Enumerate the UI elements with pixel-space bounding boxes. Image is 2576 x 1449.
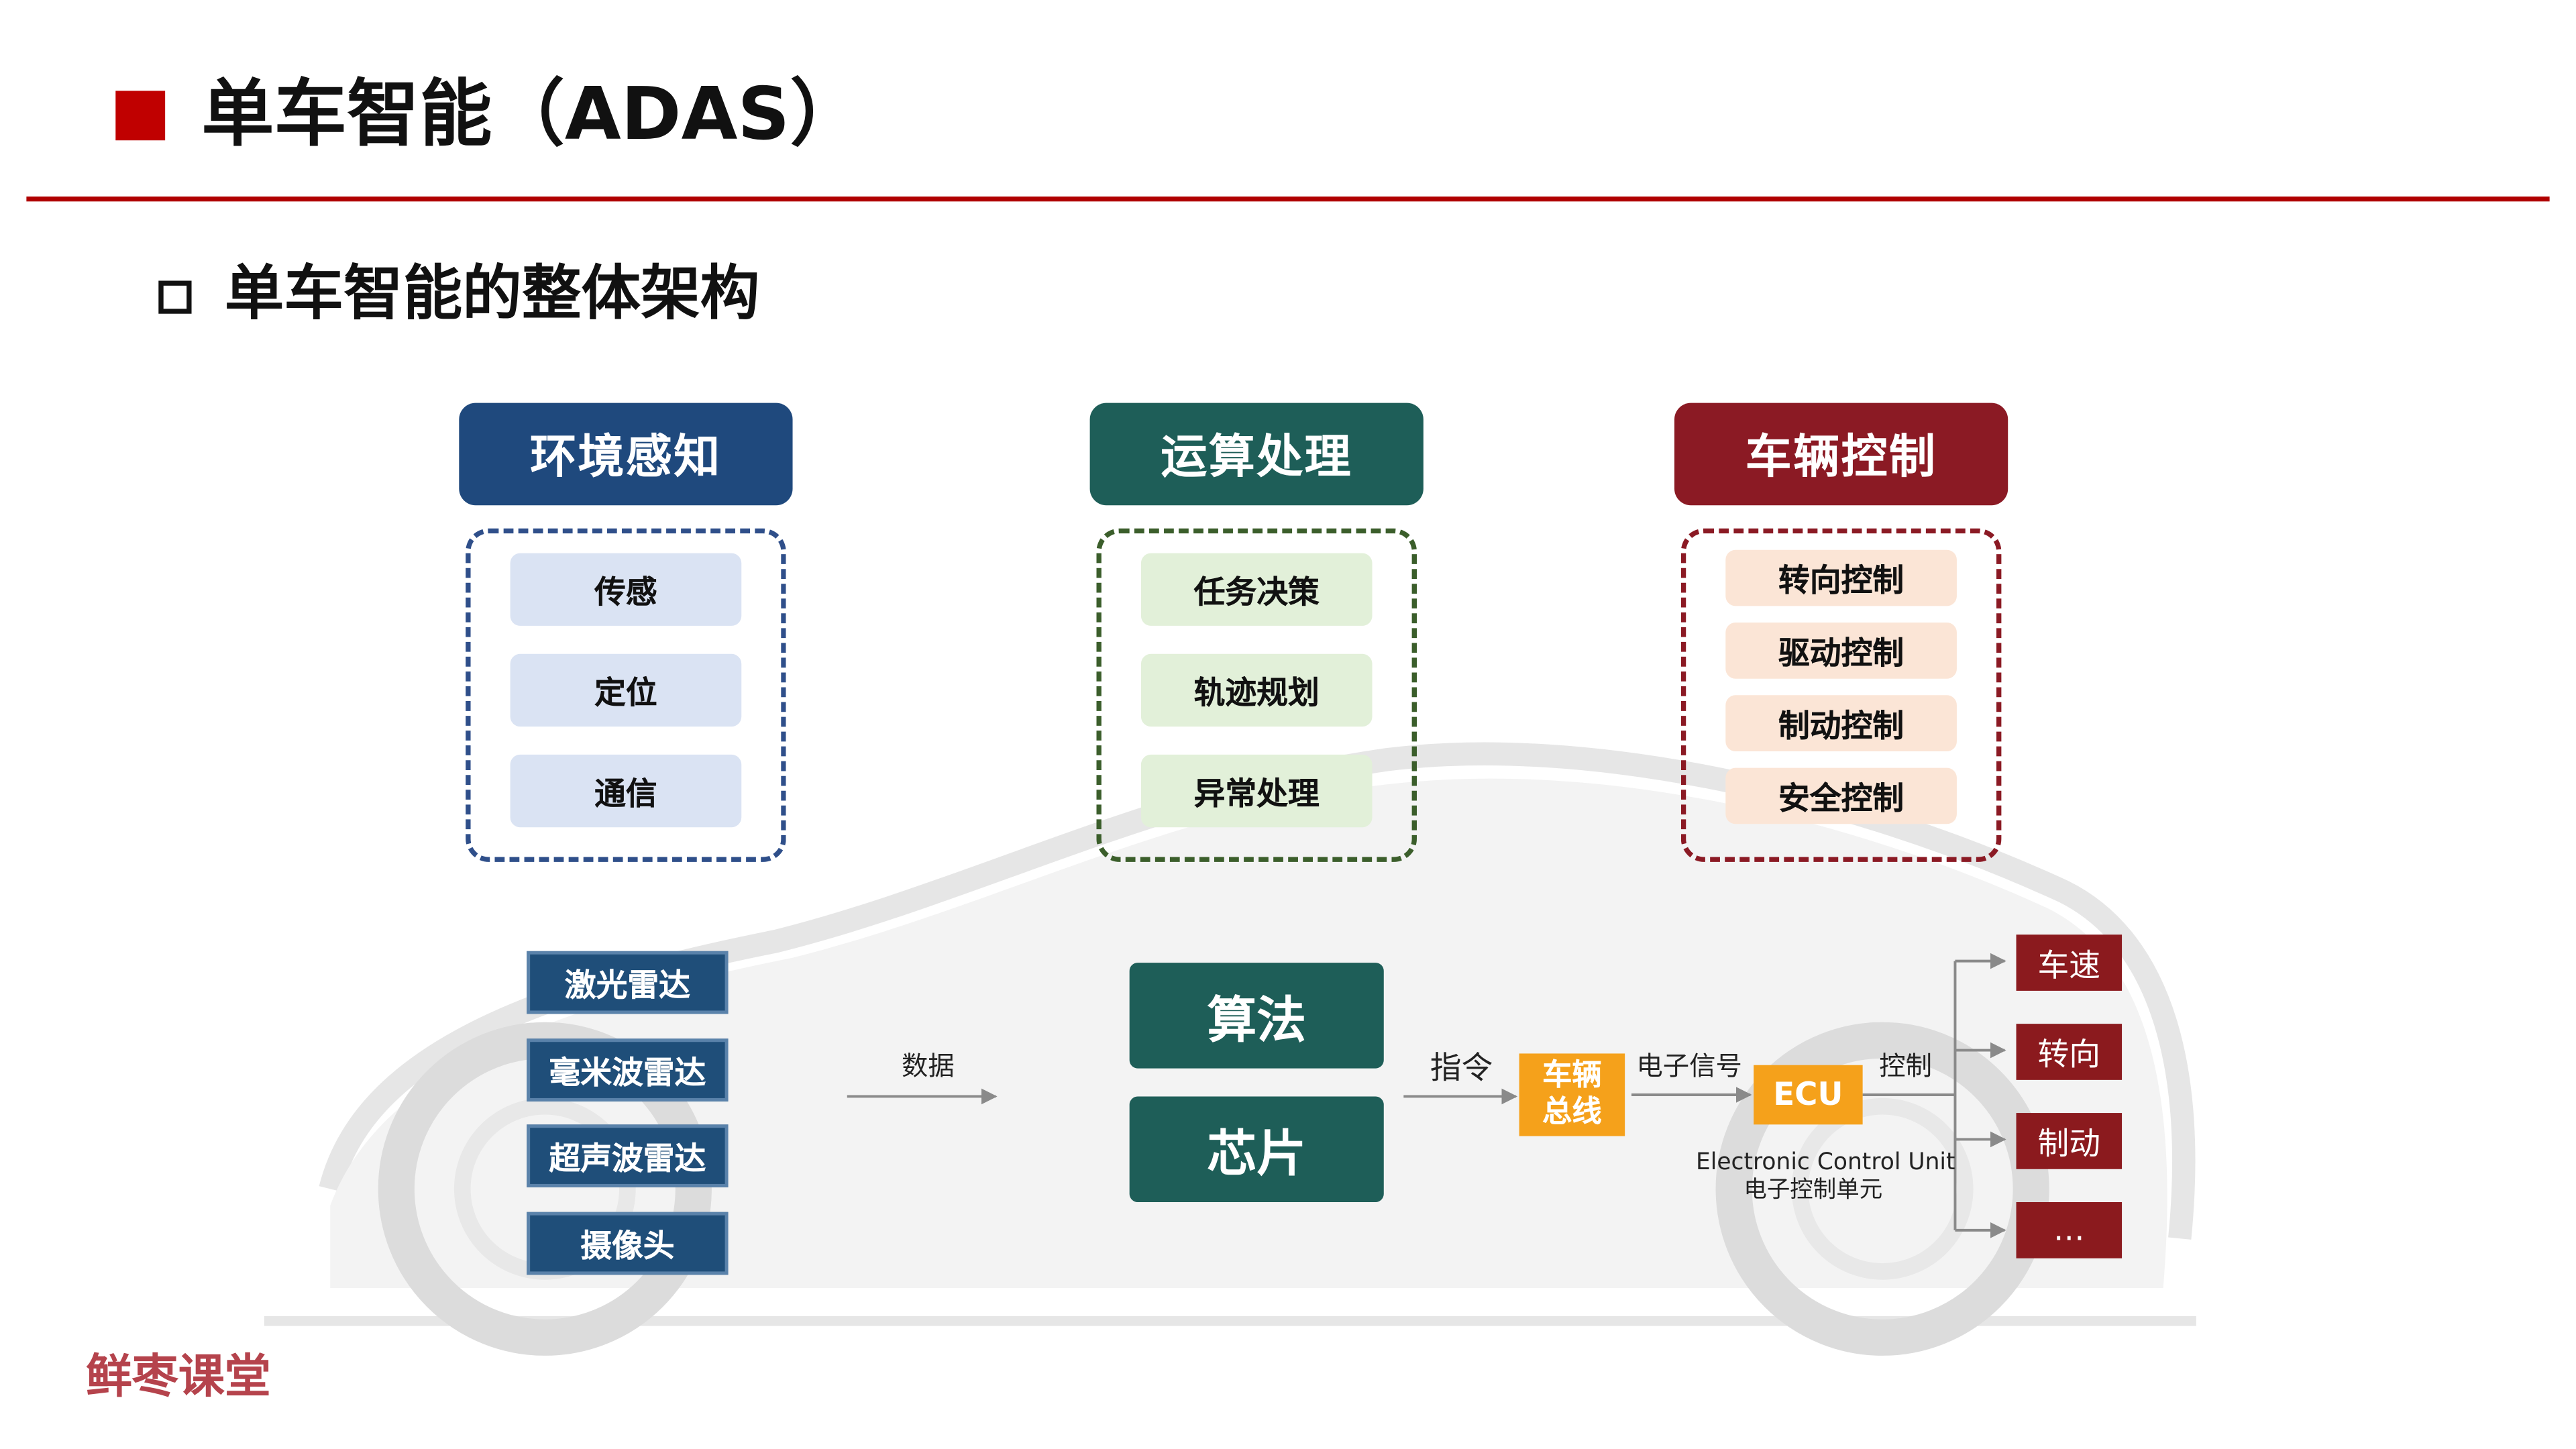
data-label: 数据 [902, 1050, 955, 1082]
ecu-caption-en: Electronic Control Unit [1696, 1149, 1955, 1176]
processing-item: 异常处理 [1140, 754, 1373, 828]
subtitle-bullet-square [158, 280, 192, 314]
signal-label: 电子信号 [1636, 1050, 1742, 1082]
vehicle-control-item: 驱动控制 [1725, 623, 1957, 679]
output-steering: 转向 [2016, 1024, 2123, 1080]
processing-item: 任务决策 [1140, 553, 1373, 626]
algorithm-box: 算法 [1129, 963, 1384, 1069]
category-header-perception: 环境感知 [459, 402, 793, 506]
processing-group: 任务决策 轨迹规划 异常处理 [1096, 528, 1417, 862]
category-header-vehicle-control: 车辆控制 [1674, 402, 2008, 506]
vehicle-control-group: 转向控制 驱动控制 制动控制 安全控制 [1680, 528, 2002, 862]
page-title: 单车智能（ADAS） [201, 72, 863, 157]
output-braking: 制动 [2016, 1113, 2123, 1169]
control-label: 控制 [1879, 1050, 1933, 1082]
title-marker-square [115, 91, 166, 141]
ecu-box: ECU [1754, 1065, 1863, 1125]
ecu-caption-cn: 电子控制单元 [1743, 1177, 1883, 1204]
output-more: … [2016, 1202, 2123, 1258]
category-header-processing: 运算处理 [1089, 402, 1424, 506]
sensor-box: 激光雷达 [527, 951, 729, 1014]
brand-watermark: 鲜枣课堂 [86, 1349, 271, 1404]
output-speed: 车速 [2016, 934, 2123, 991]
perception-item: 通信 [510, 754, 742, 828]
vehicle-control-item: 制动控制 [1725, 695, 1957, 751]
processing-item: 轨迹规划 [1140, 653, 1373, 727]
sensor-box: 摄像头 [527, 1212, 729, 1275]
vehicle-bus-box: 车辆总线 [1519, 1053, 1625, 1136]
sensor-box: 超声波雷达 [527, 1124, 729, 1187]
section-subtitle: 单车智能的整体架构 [224, 260, 760, 329]
vehicle-control-item: 转向控制 [1725, 549, 1957, 606]
sensor-box: 毫米波雷达 [527, 1038, 729, 1102]
command-label: 指令 [1430, 1050, 1493, 1087]
chip-box: 芯片 [1129, 1096, 1384, 1203]
perception-group: 传感 定位 通信 [466, 528, 786, 862]
vehicle-control-item: 安全控制 [1725, 767, 1957, 824]
perception-item: 传感 [510, 553, 742, 626]
perception-item: 定位 [510, 653, 742, 727]
header-divider [26, 196, 2550, 202]
